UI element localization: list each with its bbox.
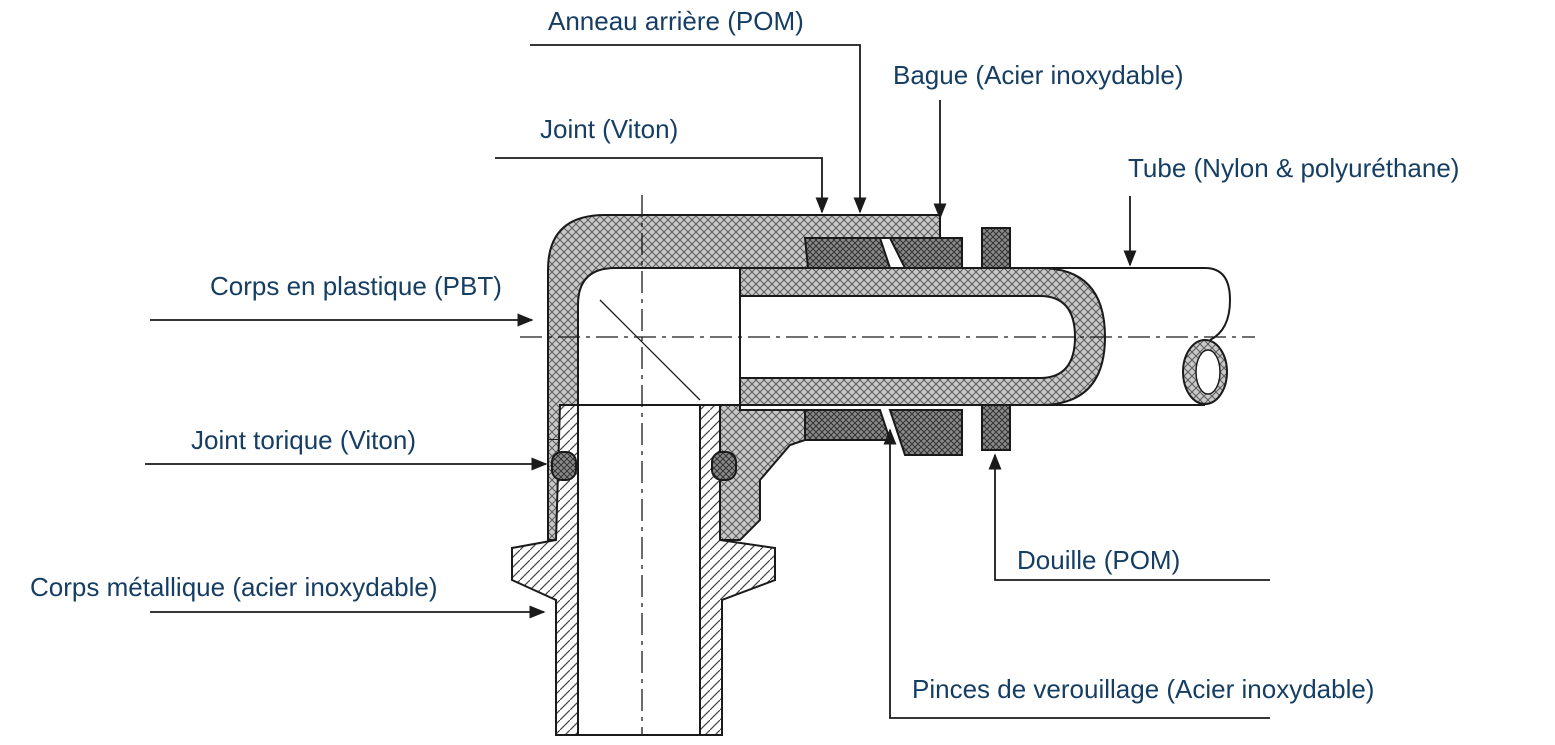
collet-components xyxy=(803,227,1011,456)
label-tube: Tube (Nylon & polyuréthane) xyxy=(1128,153,1460,183)
label-joint: Joint (Viton) xyxy=(540,114,679,144)
label-douille: Douille (POM) xyxy=(1017,545,1181,575)
label-pinces: Pinces de verouillage (Acier inoxydable) xyxy=(912,674,1375,704)
label-corps-plastique: Corps en plastique (PBT) xyxy=(210,271,502,301)
label-anneau-arriere: Anneau arrière (POM) xyxy=(548,6,804,36)
o-ring-shapes xyxy=(551,451,737,481)
label-corps-metallique: Corps métallique (acier inoxydable) xyxy=(30,572,438,602)
center-lines xyxy=(520,195,1255,735)
label-bague: Bague (Acier inoxydable) xyxy=(893,60,1184,90)
label-joint-torique: Joint torique (Viton) xyxy=(191,425,416,455)
leader-lines xyxy=(145,44,1270,719)
bend-line xyxy=(599,299,701,401)
tube-shape xyxy=(739,267,1232,406)
metal-body-shape xyxy=(511,404,776,736)
